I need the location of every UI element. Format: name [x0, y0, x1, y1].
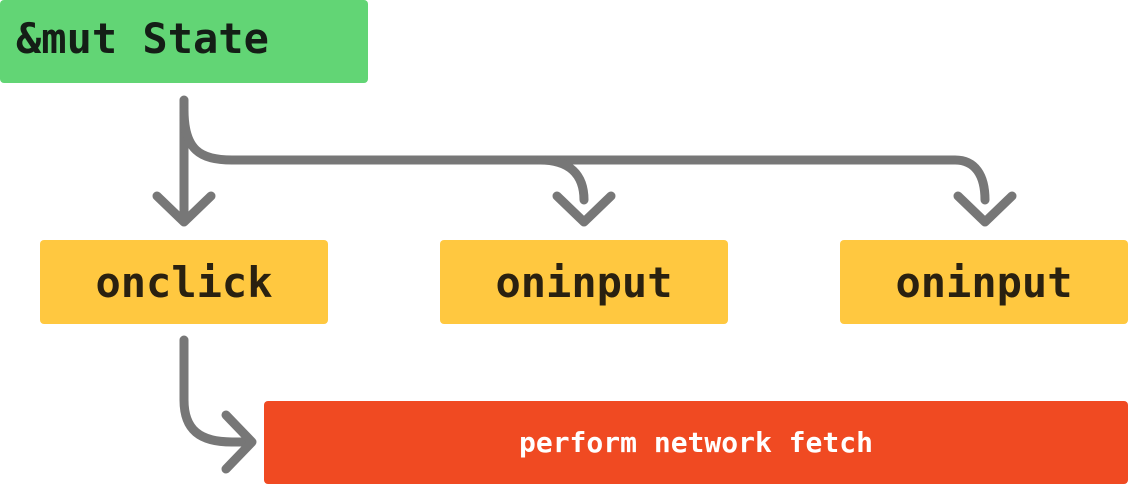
- onclick-node: onclick: [40, 240, 328, 324]
- oninput-node-1: oninput: [440, 240, 728, 324]
- oninput-node-2-label: oninput: [895, 257, 1073, 307]
- fetch-node: perform network fetch: [264, 401, 1128, 484]
- arrow-onclick-to-fetch: [179, 335, 253, 447]
- arrowhead-oninput-1-icon: [552, 191, 616, 227]
- arrow-state-to-oninput-1: [535, 155, 589, 205]
- oninput-node-2: oninput: [840, 240, 1128, 324]
- fetch-node-label: perform network fetch: [518, 426, 873, 459]
- oninput-node-1-label: oninput: [495, 257, 673, 307]
- arrowhead-oninput-2-icon: [953, 191, 1017, 227]
- onclick-node-label: onclick: [95, 257, 273, 307]
- arrowhead-onclick-icon: [152, 191, 216, 227]
- arrowhead-fetch-icon: [221, 410, 257, 474]
- state-node-label: &mut State: [16, 14, 269, 63]
- arrow-state-branch: [179, 105, 990, 205]
- state-node: &mut State: [0, 0, 368, 83]
